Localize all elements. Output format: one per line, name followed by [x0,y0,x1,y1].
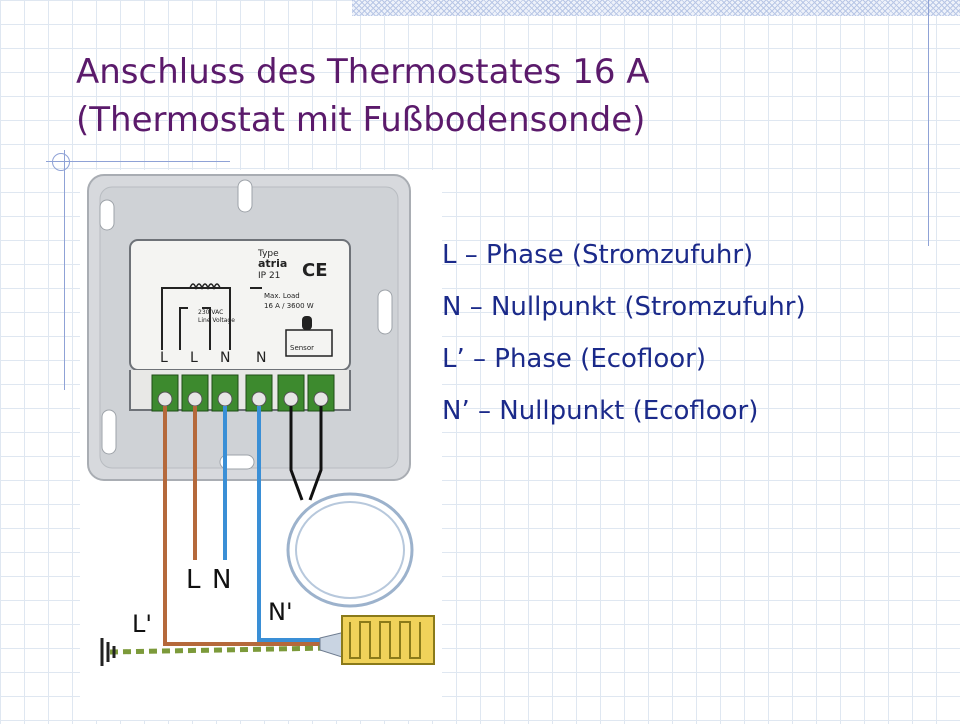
slide-title: Anschluss des Thermostates 16 A (Thermos… [76,48,836,144]
title-line-2: (Thermostat mit Fußbodensonde) [76,100,646,140]
max-load-line2: 16 A / 3600 W [264,302,314,310]
earth-wire [109,645,331,655]
ground-symbol [100,638,116,666]
legend-item-N: N – Nullpunkt (Stromzufuhr) [442,292,806,322]
load-N-label: N' [268,598,293,626]
wire-L-load [163,406,320,646]
heating-element [319,615,435,665]
terminal-label-1: L [160,350,168,366]
ip-label: IP 21 [258,271,280,281]
max-load-line1: Max. Load [264,292,300,300]
terminal-label-4: N [256,350,266,366]
left-slot [99,199,115,231]
supply-L-label: L [186,565,201,595]
left-lower-slot [101,409,117,455]
type-label: Type [257,249,279,259]
sensor-label: Sensor [290,344,314,352]
supply-N-label: N [212,565,231,595]
terminal-block [151,374,335,412]
sensor-wire-2 [308,406,323,501]
bottom-slot [219,454,255,470]
load-L-label: L' [132,610,152,638]
ce-mark: CE [302,260,328,281]
accent-circle [52,153,70,171]
sensor-wire-1 [289,406,304,501]
right-accent-line [928,0,929,246]
title-underline [46,161,230,162]
legend-list: L – Phase (Stromzufuhr) N – Nullpunkt (S… [442,236,922,444]
model-label: atria [258,257,287,270]
wire-N-load [257,406,320,642]
terminal-label-2: L [190,350,198,366]
top-slot [237,179,253,213]
left-accent-line [64,150,65,390]
sensor-cable-coil [286,492,414,608]
legend-item-L-prime: L’ – Phase (Ecofloor) [442,344,706,374]
right-slot [377,289,393,335]
wiring-diagram: Type atria IP 21 CE Max. Load 16 A / 360… [80,170,442,720]
legend-item-L: L – Phase (Stromzufuhr) [442,240,754,270]
title-line-1: Anschluss des Thermostates 16 A [76,52,650,92]
top-decoration-bar [352,0,960,16]
terminal-label-3: N [220,350,230,366]
voltage-line2: Line Voltage [198,317,235,324]
legend-item-N-prime: N’ – Nullpunkt (Ecofloor) [442,396,759,426]
